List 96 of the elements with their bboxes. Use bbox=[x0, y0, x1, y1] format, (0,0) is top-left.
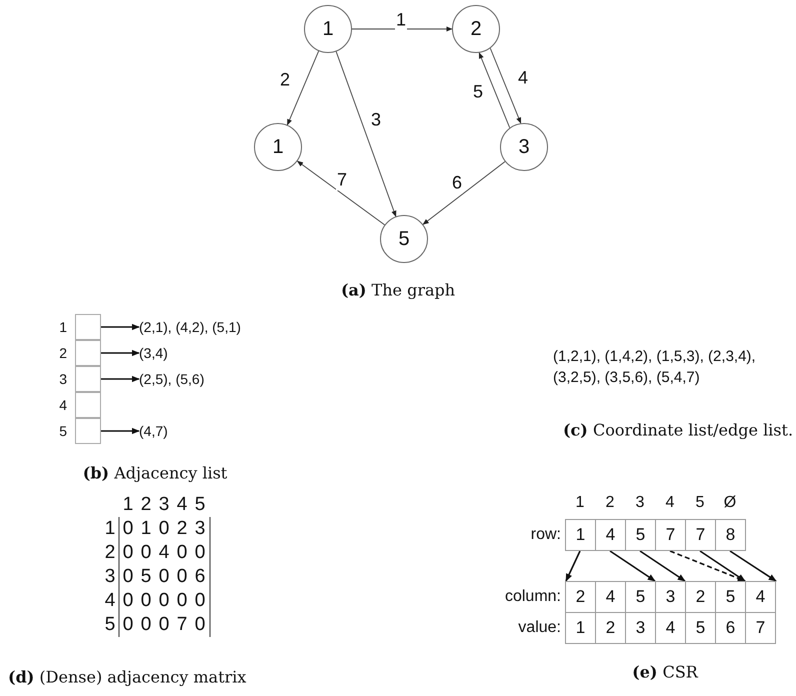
matrix-entry: 3 bbox=[194, 518, 206, 540]
matrix-entry: 0 bbox=[122, 566, 134, 588]
arrow bbox=[490, 48, 522, 124]
column-index: 4 bbox=[176, 494, 188, 516]
arrow bbox=[336, 51, 396, 218]
row-index: 2 bbox=[104, 542, 116, 564]
matrix-entry: 6 bbox=[194, 566, 206, 588]
column-index: Ø bbox=[724, 494, 736, 512]
array-cell: 1 bbox=[565, 612, 596, 644]
arrow bbox=[640, 550, 686, 582]
graph-vertex: 5 bbox=[380, 215, 428, 263]
matrix-entry: 1 bbox=[140, 518, 152, 540]
array-slot bbox=[75, 418, 101, 444]
arrow bbox=[422, 161, 506, 225]
list-entry: (2,1), (4,2), (5,1) bbox=[139, 316, 241, 338]
arrow bbox=[296, 160, 386, 226]
array-cell: 1 bbox=[565, 519, 596, 551]
array-slot bbox=[75, 392, 101, 418]
edge-list-text: (1,2,1), (1,4,2), (1,5,3), (2,3,4), (3,2,5), (3,5,6), (5,4,7) bbox=[553, 347, 757, 388]
matrix-entry: 0 bbox=[158, 566, 170, 588]
array-cell: 7 bbox=[745, 612, 776, 644]
matrix-entry: 0 bbox=[140, 614, 152, 636]
column-index: 4 bbox=[666, 494, 674, 512]
array-cell: 7 bbox=[655, 519, 686, 551]
array-cell: 7 bbox=[685, 519, 716, 551]
matrix-entry: 0 bbox=[158, 614, 170, 636]
arrow bbox=[565, 550, 581, 582]
list-entry: (4,7) bbox=[139, 420, 168, 442]
figure-caption: (b) Adjacency list bbox=[82, 464, 228, 482]
arrow bbox=[101, 350, 140, 356]
arrow bbox=[610, 550, 656, 582]
matrix-entry: 7 bbox=[176, 614, 188, 636]
figure-caption: (c) Coordinate list/edge list. bbox=[562, 420, 794, 440]
row-index: 1 bbox=[58, 318, 67, 337]
arrow bbox=[101, 324, 140, 330]
row-name: row: bbox=[530, 526, 561, 544]
figure-caption: (e) CSR bbox=[632, 662, 698, 682]
graph-vertex: 3 bbox=[500, 123, 548, 171]
column-index: 2 bbox=[140, 494, 152, 516]
matrix-entry: 2 bbox=[176, 518, 188, 540]
row-index: 4 bbox=[58, 396, 67, 415]
arrow bbox=[101, 376, 140, 382]
arrow bbox=[286, 50, 320, 126]
array-cell: 4 bbox=[595, 519, 626, 551]
array-slot bbox=[75, 340, 101, 366]
column-index: 2 bbox=[606, 494, 614, 512]
row-name: value: bbox=[518, 619, 561, 637]
matrix-entry: 0 bbox=[122, 614, 134, 636]
arrow bbox=[700, 550, 746, 582]
matrix-entry: 0 bbox=[194, 590, 206, 612]
array-cell: 8 bbox=[715, 519, 746, 551]
matrix-entry: 0 bbox=[176, 590, 188, 612]
matrix-entry: 5 bbox=[140, 566, 152, 588]
column-index: 5 bbox=[696, 494, 704, 512]
column-index: 1 bbox=[122, 494, 134, 516]
row-index: 5 bbox=[104, 614, 116, 636]
row-index: 5 bbox=[58, 422, 67, 441]
arrow bbox=[101, 428, 140, 434]
graph-vertex: 2 bbox=[452, 5, 500, 53]
row-name: column: bbox=[504, 588, 561, 606]
column-index: 5 bbox=[194, 494, 206, 516]
edge-label: 6 bbox=[451, 172, 463, 194]
matrix-entry: 0 bbox=[158, 590, 170, 612]
matrix-entry: 4 bbox=[158, 542, 170, 564]
matrix-entry: 0 bbox=[194, 542, 206, 564]
array-cell: 5 bbox=[625, 519, 656, 551]
array-slot bbox=[75, 366, 101, 392]
column-index: 1 bbox=[576, 494, 584, 512]
graph-vertex: 1 bbox=[254, 123, 302, 171]
matrix-entry: 0 bbox=[140, 542, 152, 564]
figure-caption: (d) (Dense) adjacency matrix bbox=[8, 668, 246, 686]
graph-vertex: 1 bbox=[304, 5, 352, 53]
row-index: 3 bbox=[58, 370, 67, 389]
matrix-entry: 0 bbox=[122, 590, 134, 612]
list-entry: (2,5), (5,6) bbox=[139, 368, 204, 390]
row-index: 2 bbox=[58, 344, 67, 363]
figure-caption: (a) The graph bbox=[340, 280, 456, 300]
matrix-entry: 0 bbox=[158, 518, 170, 540]
matrix-entry: 0 bbox=[122, 542, 134, 564]
matrix-entry: 0 bbox=[140, 590, 152, 612]
column-index: 3 bbox=[158, 494, 170, 516]
array-cell: 4 bbox=[745, 581, 776, 613]
arrow bbox=[352, 26, 453, 32]
array-slot bbox=[75, 314, 101, 340]
row-index: 4 bbox=[104, 590, 116, 612]
column-index: 3 bbox=[636, 494, 644, 512]
matrix-entry: 0 bbox=[176, 542, 188, 564]
matrix-entry: 0 bbox=[176, 566, 188, 588]
row-index: 3 bbox=[104, 566, 116, 588]
arrow bbox=[478, 52, 510, 128]
row-index: 1 bbox=[104, 518, 116, 540]
matrix-entry: 0 bbox=[194, 614, 206, 636]
list-entry: (3,4) bbox=[139, 342, 168, 364]
arrow bbox=[730, 550, 777, 582]
array-cell: 2 bbox=[565, 581, 596, 613]
matrix-entry: 0 bbox=[122, 518, 134, 540]
